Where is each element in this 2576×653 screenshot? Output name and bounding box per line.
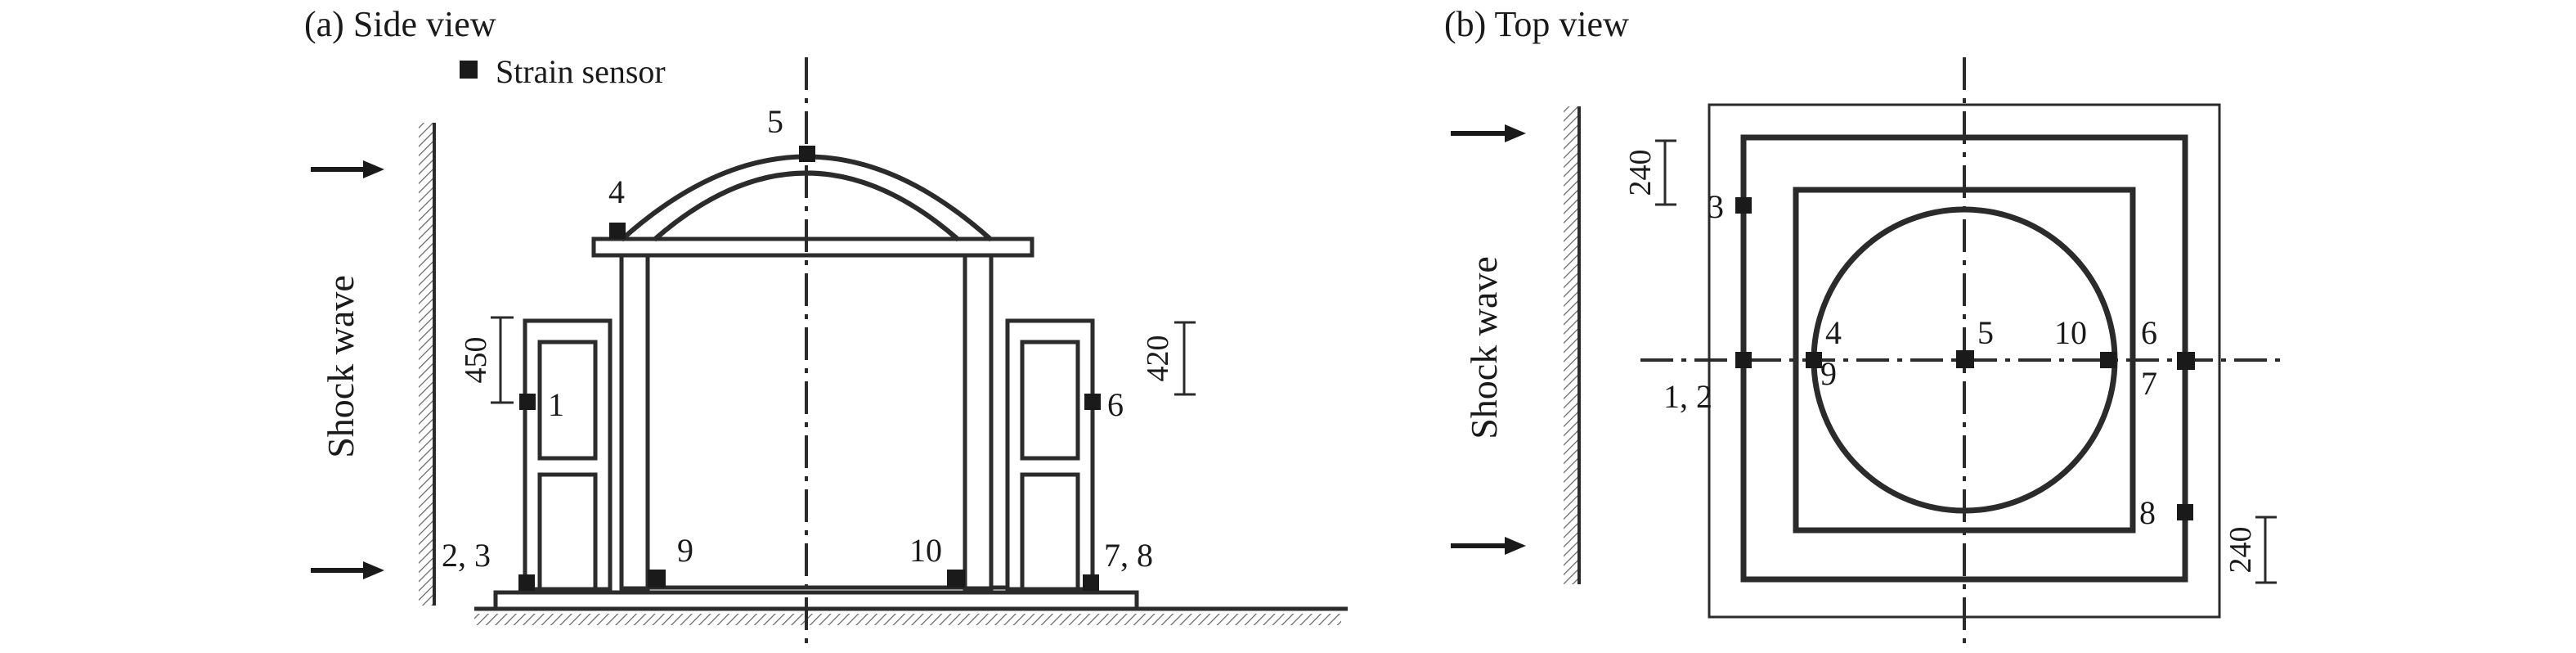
top-sensor-5-marker	[1956, 350, 1974, 368]
top-dim-lower-label: 240	[2224, 527, 2258, 574]
top-dim-lower	[2255, 516, 2277, 584]
sensor-7-8-marker	[1083, 574, 1099, 591]
top-sensor-8-marker	[2177, 504, 2193, 520]
top-sensor-10-label: 10	[2054, 314, 2087, 351]
top-sensor-3-label: 3	[1708, 188, 1724, 225]
side-dim-left	[491, 316, 514, 404]
top-sensor-6-label: 6	[2141, 314, 2157, 351]
top-dim-upper	[1655, 139, 1676, 206]
sensor-1-marker	[519, 394, 536, 410]
top-shock-arrow-bottom	[1451, 537, 1526, 555]
top-sensor-3-marker	[1735, 197, 1752, 214]
top-view-title: (b) Top view	[1444, 4, 1629, 44]
side-wall-hatch	[419, 123, 433, 606]
side-shock-arrow-bottom	[311, 561, 384, 579]
sensor-6-label: 6	[1107, 386, 1124, 423]
side-view-panel: (a) Side view Strain sensor Shock wave	[304, 4, 1348, 648]
base-slab	[493, 590, 1139, 611]
sensor-10-label: 10	[909, 532, 942, 569]
sensor-5-marker	[799, 146, 815, 162]
ground-hatch	[474, 614, 1341, 625]
top-sensor-4-9-marker	[1806, 352, 1822, 368]
sensor-4-marker	[609, 223, 626, 239]
side-view-title: (a) Side view	[304, 4, 496, 44]
side-shock-arrow-top	[311, 160, 384, 178]
right-wing-wall	[1005, 318, 1095, 592]
sensor-7-8-label: 7, 8	[1104, 537, 1153, 574]
legend-sensor-icon	[460, 61, 478, 79]
left-column	[619, 247, 650, 591]
top-wall-hatch	[1564, 106, 1578, 584]
top-beam	[591, 236, 1034, 258]
side-shock-label: Shock wave	[320, 275, 361, 458]
top-shock-arrow-top	[1451, 124, 1526, 142]
top-sensor-1-2-label: 1, 2	[1663, 378, 1712, 415]
side-dim-right	[1174, 321, 1196, 396]
top-view-panel: (b) Top view Shock wave 240	[1444, 4, 2282, 648]
sensor-6-marker	[1084, 394, 1101, 410]
top-dim-upper-label: 240	[1623, 150, 1658, 196]
top-sensor-1-2-marker	[1735, 352, 1752, 368]
top-sensor-7-label: 7	[2141, 365, 2157, 402]
sensor-10-marker	[947, 570, 965, 588]
sensor-4-label: 4	[608, 173, 625, 210]
sensor-2-3-label: 2, 3	[442, 537, 491, 574]
sensor-9-marker	[648, 570, 666, 588]
right-column	[963, 247, 994, 591]
top-sensor-9-label: 9	[1820, 355, 1837, 392]
top-sensor-10-marker	[2100, 352, 2116, 368]
top-sensor-6-7-marker	[2177, 352, 2195, 370]
sensor-2-3-marker	[518, 574, 535, 591]
sensor-5-label: 5	[767, 103, 783, 140]
top-sensor-5-label: 5	[1977, 314, 1994, 351]
side-dim-left-label: 450	[459, 337, 493, 384]
side-dim-right-label: 420	[1141, 336, 1175, 382]
top-sensor-4-label: 4	[1825, 314, 1842, 351]
sensor-1-label: 1	[548, 386, 564, 423]
top-shock-label: Shock wave	[1463, 256, 1505, 439]
top-sensor-8-label: 8	[2139, 494, 2156, 531]
sensor-9-label: 9	[677, 532, 693, 569]
left-wing-wall	[523, 318, 613, 592]
legend-label: Strain sensor	[496, 53, 666, 90]
